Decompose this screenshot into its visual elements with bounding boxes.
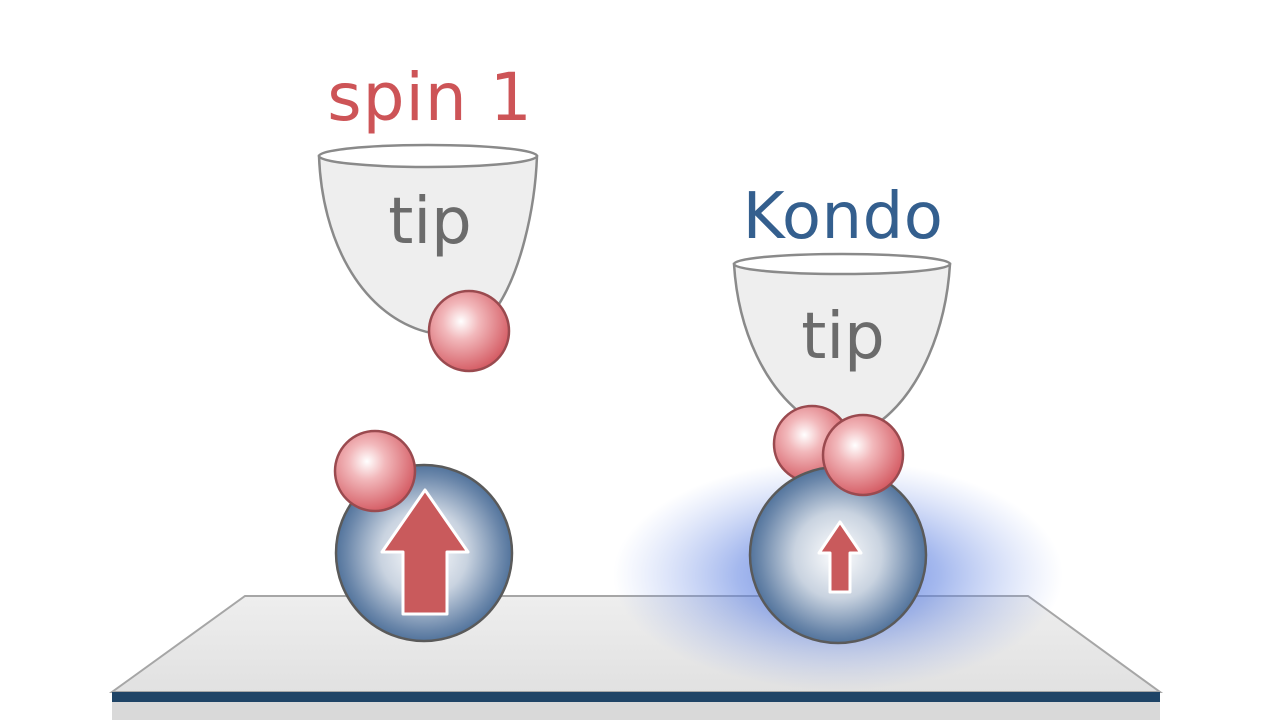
spin-label: spin 1 bbox=[327, 59, 532, 136]
left-tip-label: tip bbox=[388, 185, 472, 259]
kondo-label: Kondo bbox=[743, 180, 944, 254]
left-spin-arrow bbox=[380, 488, 470, 616]
right-tip: tip bbox=[732, 252, 952, 435]
right-tip-label: tip bbox=[801, 300, 885, 374]
left-tip: tip bbox=[317, 143, 539, 336]
left-surface-atom bbox=[333, 429, 417, 513]
right-spin-arrow bbox=[817, 520, 863, 594]
left-tip-atom bbox=[427, 289, 511, 373]
right-magnetic-atom bbox=[748, 465, 928, 645]
right-front-atom bbox=[821, 413, 905, 497]
